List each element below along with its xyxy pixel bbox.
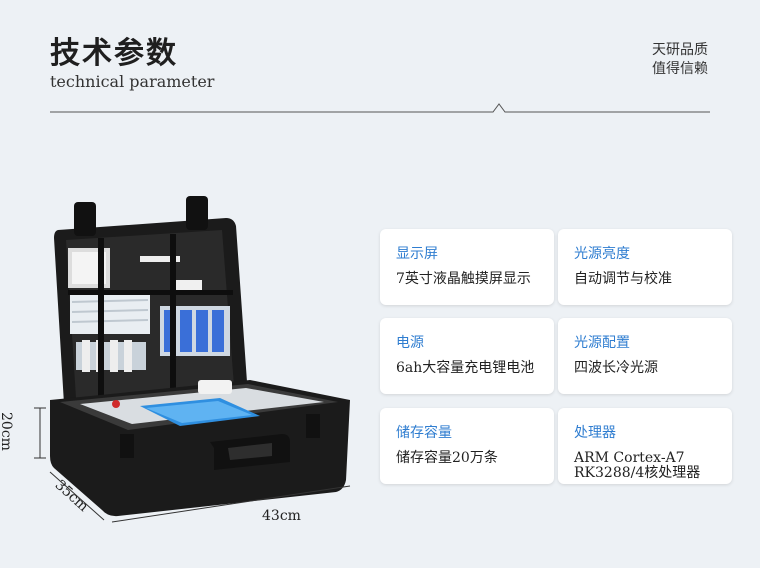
- spec-card-light-config: 光源配置 四波长冷光源: [558, 318, 732, 394]
- spec-label: 光源亮度: [574, 246, 630, 262]
- spec-value: 6ah大容量充电锂电池: [396, 360, 535, 376]
- case-lid: [54, 196, 248, 410]
- spec-card-display: 显示屏 7英寸液晶触摸屏显示: [380, 229, 554, 305]
- spec-value: 7英寸液晶触摸屏显示: [396, 271, 531, 287]
- spec-card-power: 电源 6ah大容量充电锂电池: [380, 318, 554, 394]
- spec-label: 光源配置: [574, 335, 630, 351]
- page-title: 技术参数: [50, 36, 178, 71]
- dimension-lines: [34, 407, 351, 523]
- spec-card-storage: 储存容量 储存容量20万条: [380, 408, 554, 484]
- spec-value: 储存容量20万条: [396, 450, 498, 466]
- spec-value: 四波长冷光源: [574, 360, 658, 376]
- dimension-width: 43cm: [262, 508, 301, 524]
- spec-label: 储存容量: [396, 425, 452, 441]
- spec-value: ARM Cortex-A7: [574, 450, 685, 466]
- product-image: [34, 196, 351, 523]
- brand-slogan: 天研品质 值得信赖: [652, 41, 708, 79]
- spec-label: 电源: [396, 335, 424, 351]
- slogan-line-2: 值得信赖: [652, 61, 708, 77]
- spec-value: 自动调节与校准: [574, 271, 672, 287]
- spec-value-line-2: RK3288/4核处理器: [574, 465, 701, 481]
- page-subtitle: technical parameter: [50, 72, 215, 91]
- header-divider: [50, 103, 710, 113]
- spec-label: 处理器: [574, 425, 616, 441]
- spec-card-light-brightness: 光源亮度 自动调节与校准: [558, 229, 732, 305]
- slogan-line-1: 天研品质: [652, 42, 708, 58]
- case-body: [50, 380, 350, 517]
- dimension-height: 20cm: [0, 412, 14, 451]
- spec-card-processor: 处理器 ARM Cortex-A7 RK3288/4核处理器: [558, 408, 732, 484]
- spec-label: 显示屏: [396, 246, 438, 262]
